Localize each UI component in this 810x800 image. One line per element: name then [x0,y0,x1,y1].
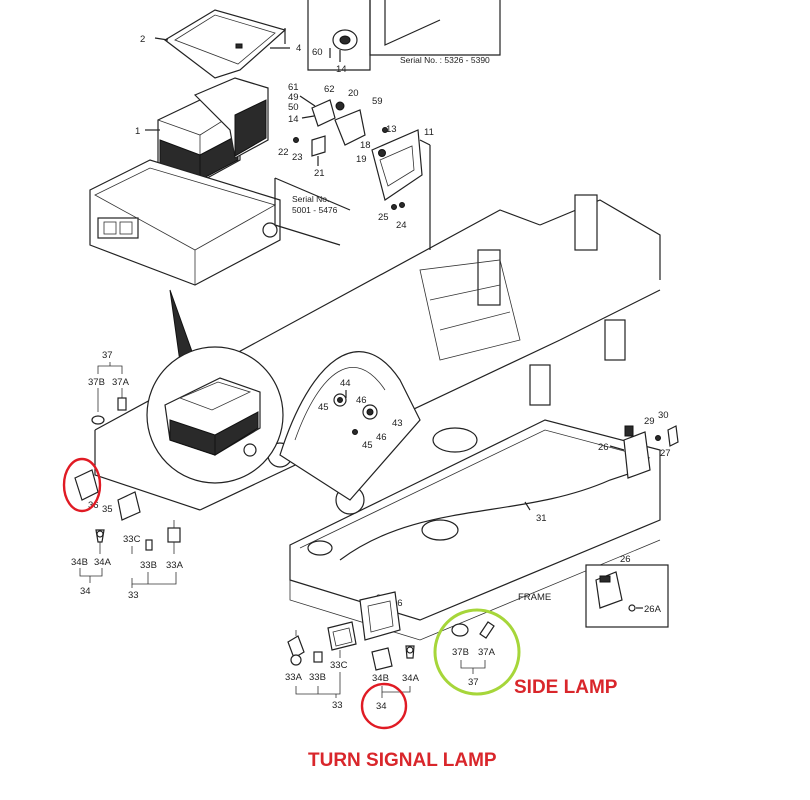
label-11: 11 [424,127,434,138]
label-37B-right: 37B [452,647,469,658]
main-frame: 31 FRAME [94,194,661,641]
serial-box-top: Serial No. : 5326 - 5390 [307,0,501,71]
label-33-left: 33 [128,590,139,601]
label-33B-left: 33B [140,560,157,571]
turn-signal-callout-left [62,457,102,513]
label-33C-right: 33C [330,660,348,671]
label-18: 18 [360,140,371,151]
label-59: 59 [372,96,383,107]
label-44: 44 [340,378,351,389]
label-20: 20 [348,88,359,99]
label-33A-right: 33A [285,672,303,683]
label-30: 30 [658,410,669,421]
label-46a: 46 [356,395,367,406]
label-60: 60 [312,47,323,58]
left-lamp-group: 37 37B 37A 36 35 34B 34A 34 33C 33B 33A … [71,350,184,601]
label-50: 50 [288,102,299,113]
label-29: 29 [644,416,655,427]
label-45b: 45 [362,440,373,451]
label-45a: 45 [318,402,329,413]
label-33-right: 33 [332,700,343,711]
label-14b: 14 [288,114,299,125]
parts-43-46: 44 45 46 43 46 45 [318,378,403,451]
label-49: 49 [288,92,299,103]
label-36-right: 36 [392,598,403,609]
label-61: 61 [288,82,299,93]
label-22: 22 [278,147,289,158]
label-34B-left: 34B [71,557,88,568]
label-14a: 14 [336,64,347,75]
label-46b: 46 [376,432,387,443]
label-24: 24 [396,220,407,231]
serial-mid-line1: Serial No. [292,194,329,204]
label-33B-right: 33B [309,672,326,683]
label-21: 21 [314,168,325,179]
label-13: 13 [386,124,397,135]
switch-assembly: 60 14 61 49 50 14 62 20 59 22 23 21 13 1… [278,29,434,250]
label-26a: 26 [598,442,609,453]
label-1: 1 [135,126,140,137]
label-26A: 26A [644,604,662,615]
label-2: 2 [140,34,145,45]
label-43: 43 [392,418,403,429]
part-26-inset: 26 26A [585,554,669,628]
battery-box [89,159,281,286]
label-34A-left: 34A [94,557,112,568]
label-37-right: 37 [468,677,479,688]
label-34A-right: 34A [402,673,420,684]
serial-top-text: Serial No. : 5326 - 5390 [400,55,490,65]
turn-signal-lamp-caption: TURN SIGNAL LAMP [308,750,497,771]
label-23: 23 [292,152,303,163]
label-34-right: 34 [376,701,387,712]
label-37A-left: 37A [112,377,130,388]
serial-box-mid: Serial No. 5001 - 5476 [274,177,351,246]
battery-cover: 2 4 [140,9,301,79]
label-37B-left: 37B [88,377,105,388]
label-37A-right: 37A [478,647,496,658]
label-34-left: 34 [80,586,91,597]
turn-signal-callout-right [360,682,408,730]
label-33C-left: 33C [123,534,141,545]
right-lamp-group: 35 36 33C 33B 33A 33 34B 34A 34 37B 37A … [285,591,496,712]
label-31: 31 [536,513,547,524]
label-26b: 26 [620,554,631,565]
label-19: 19 [356,154,367,165]
serial-mid-line2: 5001 - 5476 [292,205,338,215]
label-35-left: 35 [102,504,113,515]
label-frame: FRAME [518,592,551,603]
label-37-left: 37 [102,350,113,361]
label-34B-right: 34B [372,673,389,684]
label-33A-left: 33A [166,560,184,571]
part-26-assembly: 26 29 30 27 [598,410,679,479]
side-lamp-caption: SIDE LAMP [514,677,618,698]
label-25: 25 [378,212,389,223]
label-4: 4 [296,43,301,54]
label-27: 27 [660,448,671,459]
label-62: 62 [324,84,335,95]
battery-zoom-inset [146,289,284,484]
side-lamp-callout [433,608,521,696]
